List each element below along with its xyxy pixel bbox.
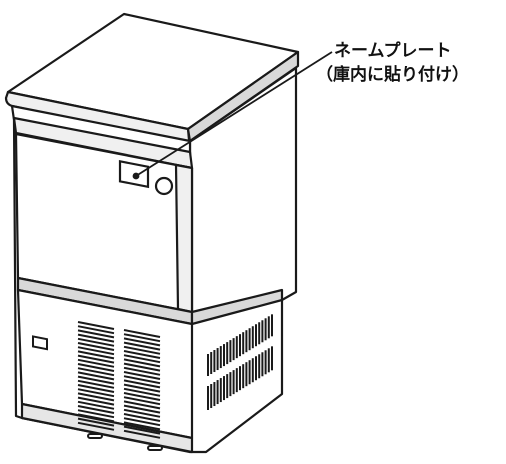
grille-slat (123, 408, 161, 418)
grille-slat (77, 379, 115, 389)
grille-slat (123, 371, 161, 380)
lid-side-edge (186, 50, 300, 143)
round-button-icon (154, 176, 174, 196)
grille-slat (77, 384, 115, 393)
grille-slat (123, 354, 161, 364)
grille-slat (77, 350, 115, 360)
grille-slat (77, 392, 115, 402)
grille-slat (123, 341, 161, 351)
grille-slat (123, 425, 161, 435)
grille-slat (123, 387, 161, 397)
top-lid (4, 12, 300, 145)
grille-slat (77, 413, 115, 423)
switch-icon (32, 335, 48, 351)
grille-slat (123, 379, 161, 389)
grille-slat (77, 409, 115, 419)
grille-slat (77, 367, 115, 377)
grille-slat (77, 388, 115, 398)
grille-slat (123, 366, 161, 376)
grille-slat (77, 346, 115, 356)
upper-door-bevel (174, 163, 194, 314)
base-slot-right (147, 445, 163, 451)
grille-slat (123, 362, 161, 372)
grille-slat (77, 400, 115, 410)
grille-slat (77, 325, 115, 335)
grille-slat (77, 337, 115, 347)
cabinet-body (10, 66, 298, 454)
grille-slat (123, 400, 161, 410)
grille-slat (77, 396, 115, 406)
side-step (190, 288, 284, 326)
side-grille-upper (207, 314, 273, 376)
side-grille-lower (207, 346, 273, 410)
grille-slat (77, 321, 115, 330)
grille-slat (77, 371, 115, 381)
grille-slat (123, 421, 161, 431)
grille-slat (77, 342, 115, 351)
grille-slat (77, 417, 115, 427)
base-slots (87, 433, 163, 451)
front-grille-right (123, 329, 161, 439)
side-grille-icon (207, 314, 273, 410)
grille-slat (77, 358, 115, 368)
front-grille-icon (77, 321, 161, 439)
grille-slat (123, 350, 161, 359)
front-grille-left (77, 321, 115, 431)
callout-title: ネームプレート (334, 40, 451, 61)
grille-slat (123, 396, 161, 406)
grille-slat (123, 413, 161, 422)
grille-slat (123, 333, 161, 343)
grille-slat (123, 417, 161, 427)
grille-slat (77, 333, 115, 343)
grille-slat (77, 363, 115, 372)
grille-slat (123, 392, 161, 401)
grille-slat (123, 345, 161, 355)
callout-subtitle: （庫内に貼り付け） (316, 64, 469, 85)
grille-slat (77, 375, 115, 385)
grille-slat (77, 354, 115, 364)
grille-slat (123, 358, 161, 368)
grille-slat (123, 404, 161, 414)
grille-slat (123, 383, 161, 393)
grille-slat (77, 329, 115, 339)
base-slot-left (87, 433, 103, 439)
grille-slat (77, 405, 115, 414)
callout-leader (132, 51, 333, 180)
grille-slat (123, 329, 161, 338)
grille-slat (123, 375, 161, 385)
grille-slat (77, 421, 115, 431)
grille-slat (123, 337, 161, 347)
grille-slat (123, 429, 161, 439)
